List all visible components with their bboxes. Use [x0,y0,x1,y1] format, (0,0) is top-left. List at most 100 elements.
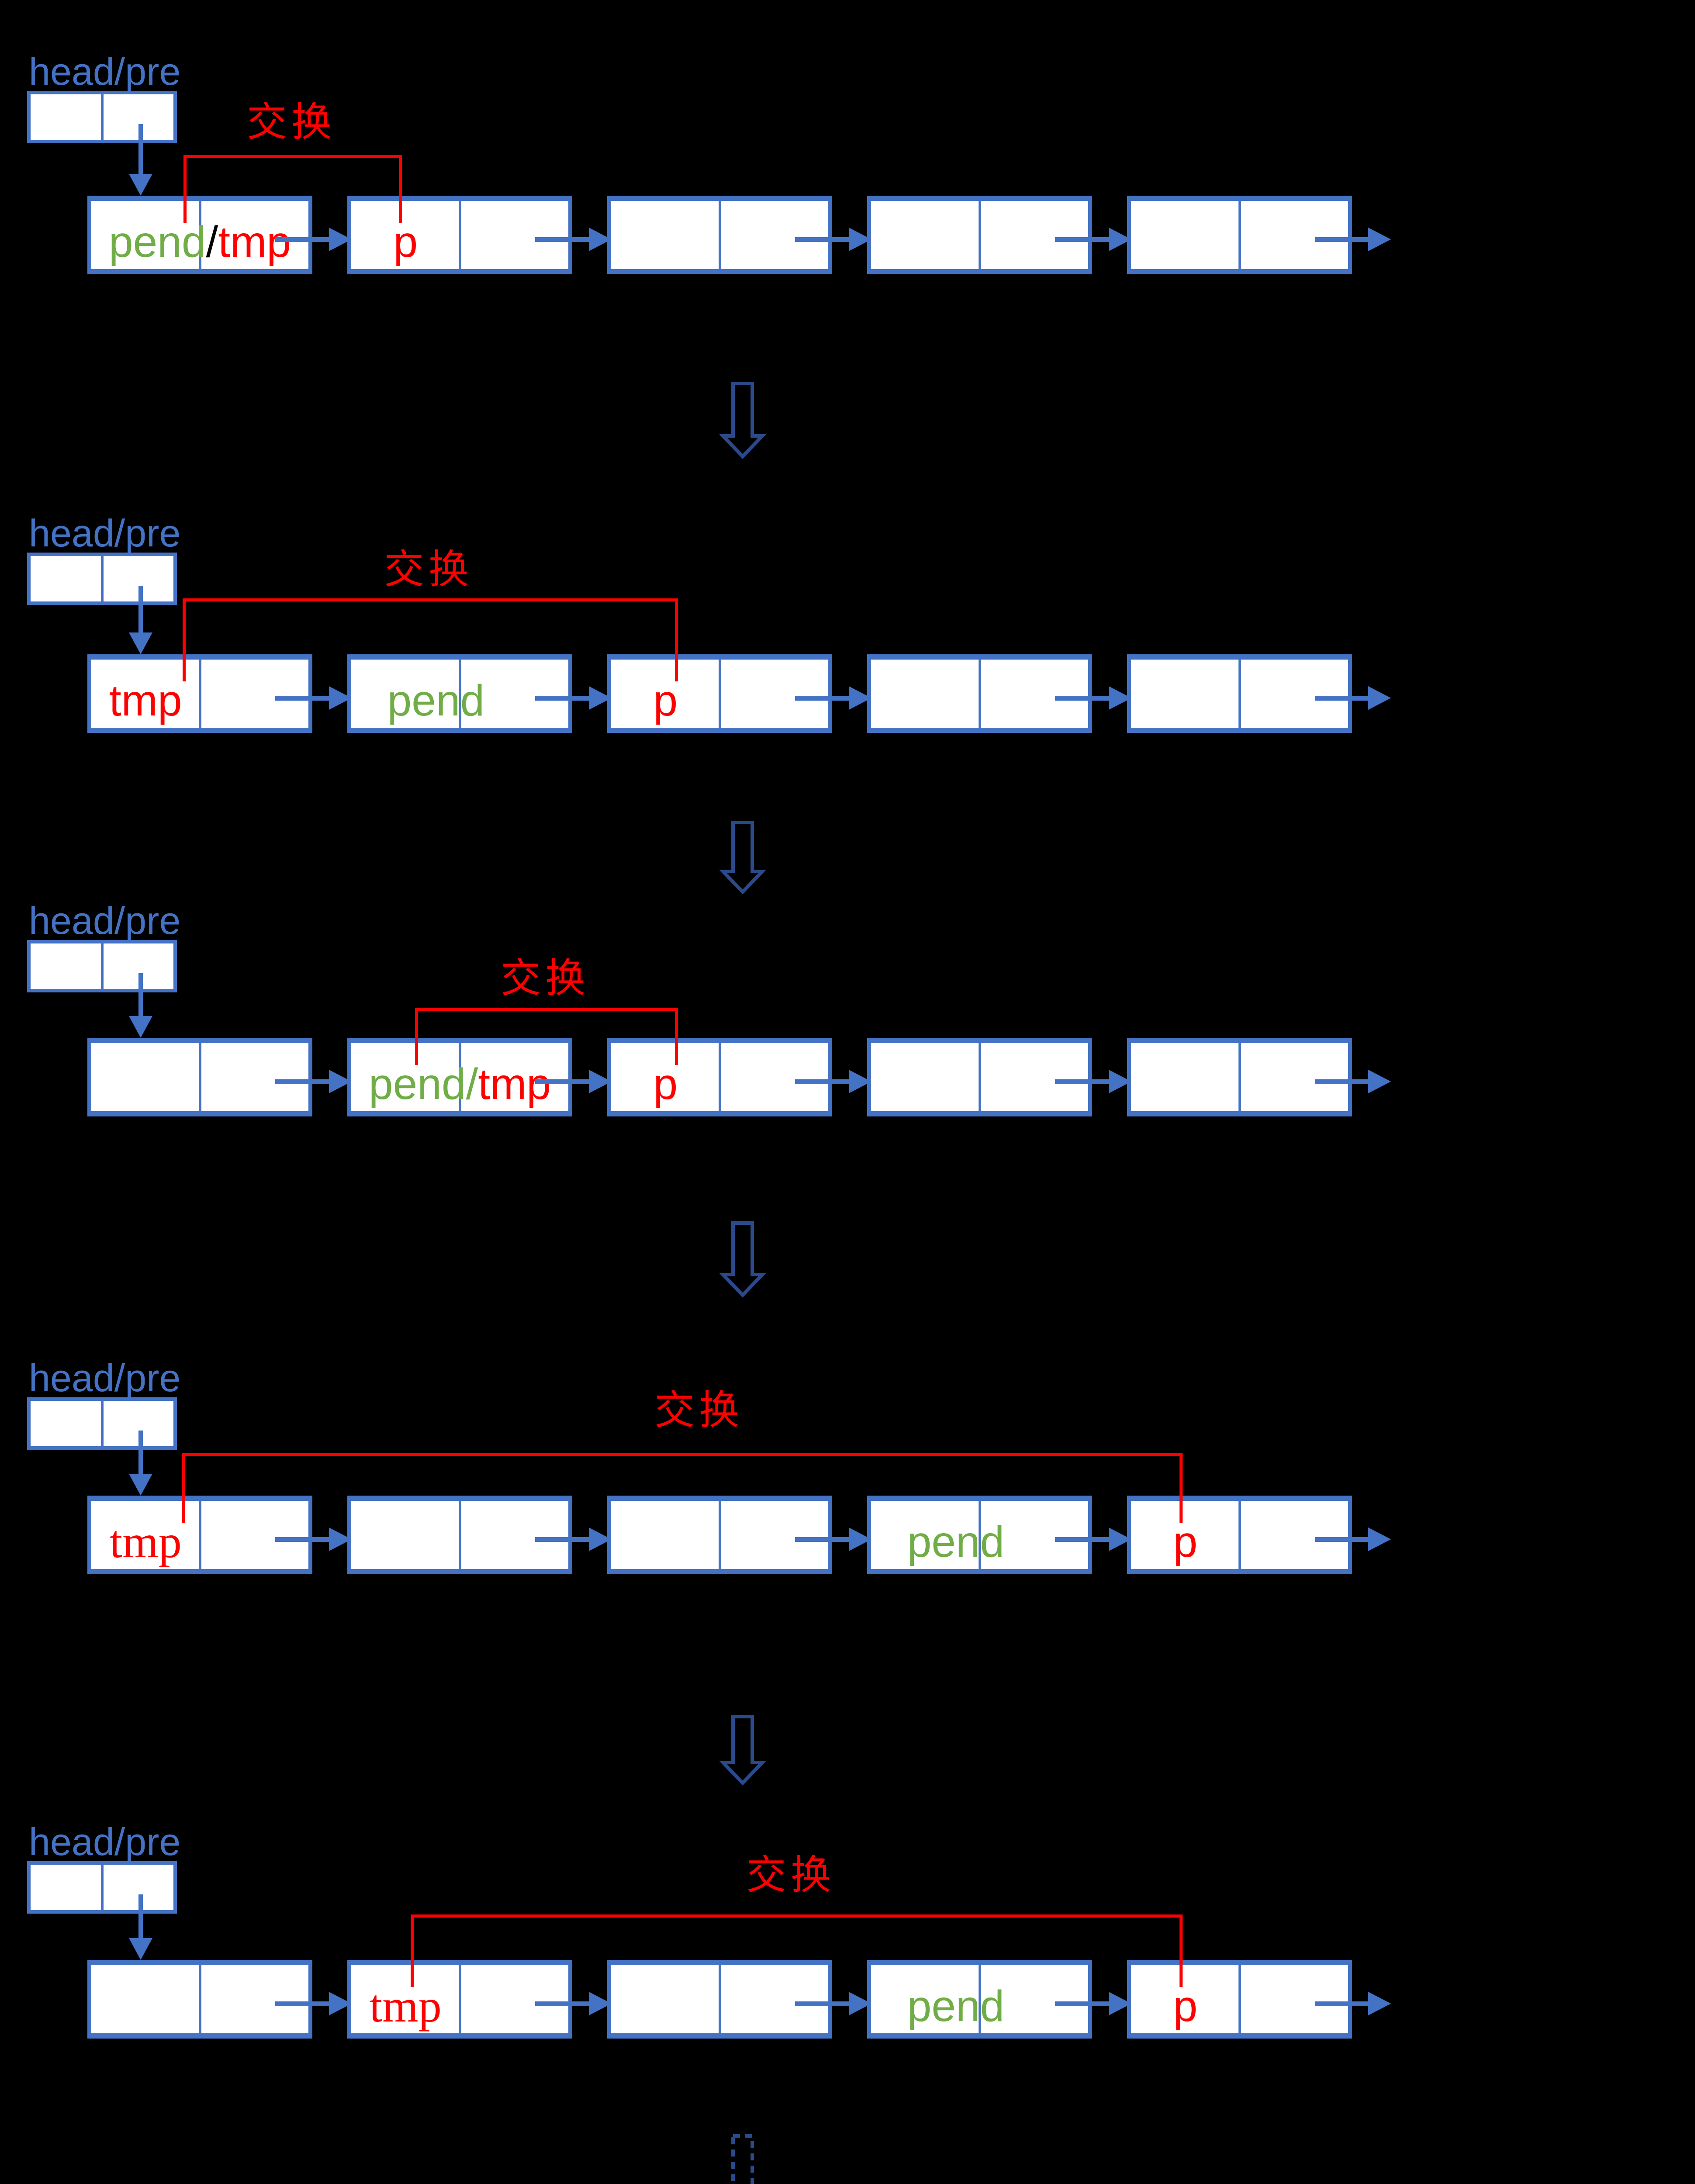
head-pointer-arrowhead-icon [129,1474,152,1496]
node-label-part: tmp [109,1516,182,1567]
next-arrow-icon [795,1537,849,1542]
list-node: pend [867,1960,1092,2039]
node-label-part: tmp [478,1060,551,1109]
node-cell-next [200,1043,309,1111]
node-cell-divider [1238,1501,1241,1569]
stage-transition-arrow-dashed-icon [731,2134,754,2184]
list-node: p [1127,1960,1352,2039]
node-cell-next [980,1043,1089,1111]
swap-label: 交换 [246,100,336,145]
next-arrowhead-icon [1368,1070,1391,1093]
node-label: tmp [370,1983,442,2029]
swap-bracket-right [675,1008,678,1065]
node-cell-divider [978,1043,981,1111]
head-pointer-arrowhead-icon [129,632,152,654]
head-cell-data [31,94,102,140]
node-cell-divider [978,660,981,728]
next-arrow-icon [1055,1537,1109,1542]
list-node: p [607,1038,832,1116]
next-arrow-icon [275,2001,329,2006]
next-arrow-icon [275,1537,329,1542]
next-arrow-icon [795,696,849,701]
list-node [1127,196,1352,274]
list-node [1127,654,1352,733]
node-cell-next [720,1043,829,1111]
next-arrow-icon [535,237,589,242]
head-cell-next [102,943,174,989]
node-cell-next [460,1965,569,2033]
node-cell-divider [718,660,721,728]
list-node: pend/tmp [347,1038,572,1116]
node-cell-data [871,660,980,728]
node-label-part: / [206,218,218,266]
next-arrow-icon [1055,696,1109,701]
head-cell-next [102,1865,174,1910]
node-cell-next [720,201,829,269]
list-node: tmp [87,1496,312,1574]
next-arrow-icon [275,237,329,242]
head-node [27,553,177,605]
head-cell-divider [100,943,104,989]
head-cell-next [102,94,174,140]
node-cell-data [1131,660,1240,728]
node-cell-divider [198,1501,201,1569]
swap-bracket-top [415,1008,678,1011]
node-cell-next [720,660,829,728]
pointer-label: head/pre [29,50,181,93]
node-cell-divider [1238,201,1241,269]
pointer-label: head/pre [29,899,181,942]
swap-bracket-top [411,1914,1183,1918]
node-label-part: pend [907,1982,1005,2031]
node-label-part: p [653,676,678,725]
node-cell-divider [978,1965,981,2033]
swap-bracket-right [399,155,402,223]
node-cell-divider [458,1965,461,2033]
head-cell-data [31,1401,102,1446]
list-node: pend [867,1496,1092,1574]
swap-bracket-left [415,1008,418,1065]
list-node: pend [347,654,572,733]
head-node [27,940,177,992]
stage-transition-arrow-icon [720,821,766,895]
head-cell-next [102,556,174,601]
node-cell-next [200,660,309,728]
node-cell-data [871,201,980,269]
swap-bracket-right [675,598,678,681]
head-node [27,1397,177,1450]
next-arrow-icon [1315,2001,1368,2006]
node-cell-data [1131,1043,1240,1111]
swap-label: 交换 [654,1388,744,1433]
node-cell-data [351,1501,460,1569]
node-label-part: tmp [218,218,291,266]
node-label: tmp [110,1519,182,1565]
next-arrow-icon [1055,237,1109,242]
list-node [87,1960,312,2039]
head-cell-data [31,943,102,989]
node-label: pend/tmp [109,220,291,264]
next-arrowhead-icon [1368,228,1391,251]
pointer-label: head/pre [29,1820,181,1863]
swap-bracket-right [1180,1914,1183,1987]
list-node: p [607,654,832,733]
list-node [607,1960,832,2039]
list-node [607,1496,832,1574]
node-cell-divider [1238,660,1241,728]
node-label: p [653,1062,678,1106]
node-cell-divider [1238,1965,1241,2033]
node-label-part: tmp [369,1980,442,2032]
node-label: p [653,679,678,722]
head-pointer-arrow-icon [138,973,143,1017]
swap-bracket-left [183,155,187,223]
node-label: tmp [109,679,182,722]
head-pointer-arrowhead-icon [129,174,152,196]
list-node [867,196,1092,274]
head-cell-divider [100,94,104,140]
node-cell-data [611,1501,720,1569]
next-arrow-icon [1055,2001,1109,2006]
node-cell-data [91,1043,200,1111]
node-label-part: pend [907,1517,1005,1566]
list-node: pend/tmp [87,196,312,274]
list-node: p [1127,1496,1352,1574]
pointer-label: head/pre [29,511,181,555]
head-node [27,91,177,143]
